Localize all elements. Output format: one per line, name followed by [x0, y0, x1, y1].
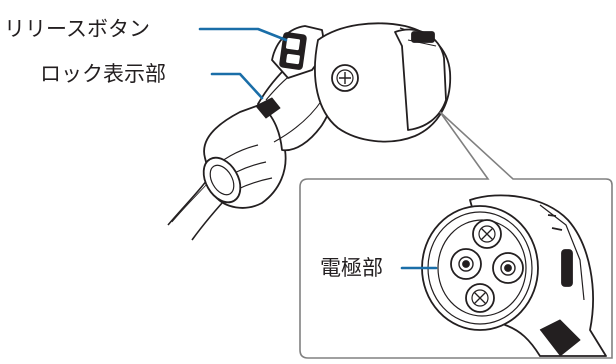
connector-face-illustration	[421, 194, 607, 357]
lock-indicator-label: ロック表示部	[40, 62, 166, 86]
connector-illustration	[202, 22, 452, 209]
leader-line-release-button	[198, 27, 288, 42]
electrode-pins	[450, 219, 524, 313]
leader-line-lock-indicator	[210, 72, 264, 100]
release-button-label: リリースボタン	[4, 17, 150, 41]
leader-lines	[198, 27, 438, 270]
electrode-label: 電極部	[320, 256, 383, 280]
